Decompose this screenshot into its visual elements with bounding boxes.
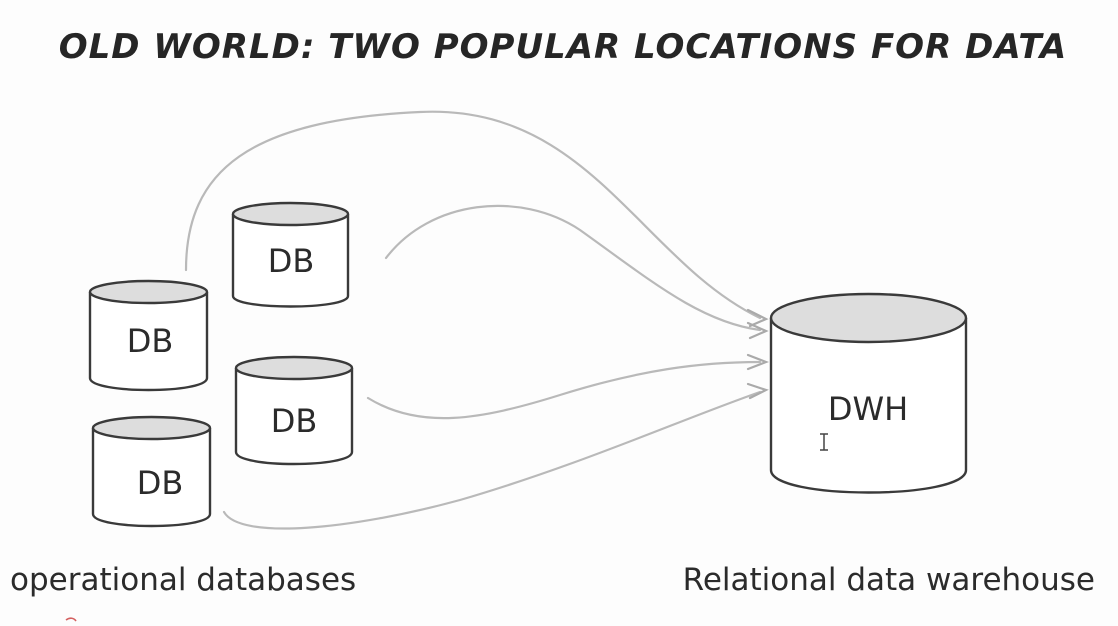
db-label: DB xyxy=(137,464,184,502)
dwh-label: DWH xyxy=(828,390,908,428)
diagram-title: OLD WORLD: TWO POPULAR LOCATIONS FOR DAT… xyxy=(59,27,1068,67)
database-icon: DB xyxy=(88,279,209,392)
flow-arrow-1 xyxy=(184,110,762,320)
db-label: DB xyxy=(268,242,315,280)
caption-relational-data-warehouse: Relational data warehouse xyxy=(683,562,1095,598)
flow-arrow-3 xyxy=(366,360,762,420)
data-warehouse-icon: DWH xyxy=(769,292,968,494)
flow-arrow-4 xyxy=(222,390,762,530)
caption-operational-databases: operational databases xyxy=(10,562,356,598)
arrow-head-2 xyxy=(746,321,769,340)
db-label: DB xyxy=(127,322,174,360)
flow-arrows xyxy=(184,110,770,530)
arrow-head-4 xyxy=(746,382,769,400)
flow-arrow-2 xyxy=(384,204,762,332)
arrow-head-1 xyxy=(746,308,769,328)
database-icon: DB xyxy=(231,201,350,308)
arrow-head-3 xyxy=(746,353,770,371)
database-icon: DB xyxy=(234,355,354,466)
database-icon: DB xyxy=(91,415,212,528)
text-cursor-icon xyxy=(820,433,828,451)
scribble-mark xyxy=(65,617,77,622)
db-label: DB xyxy=(271,402,318,440)
